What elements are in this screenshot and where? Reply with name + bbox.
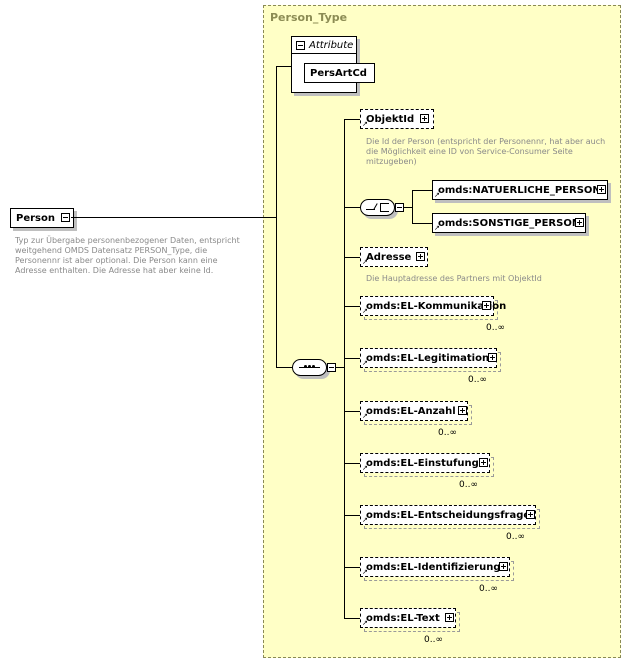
element-el-kommunikation[interactable]: omds:EL-Kommunikation (360, 296, 506, 316)
expand-icon[interactable] (479, 458, 488, 467)
occurrence-label: 0..∞ (506, 532, 525, 542)
expand-icon[interactable] (416, 252, 425, 261)
element-adresse[interactable]: Adresse (360, 247, 428, 267)
choice-collapse-icon[interactable] (395, 203, 404, 212)
choice-symbol (380, 211, 389, 212)
reference-arrow-icon: ↗ (362, 568, 368, 576)
connector-line (344, 358, 360, 359)
choice-symbol (366, 209, 375, 210)
attribute-header-tab (291, 36, 357, 54)
connector-line (344, 257, 360, 258)
element-label: omds:EL-Entscheidungsfrage (366, 509, 531, 521)
connector-line (344, 119, 345, 619)
element-natuerliche-person[interactable]: omds:NATUERLICHE_PERSON (432, 180, 608, 200)
expand-icon[interactable] (458, 406, 467, 415)
connector-line (344, 515, 360, 516)
occurrence-label: 0..∞ (438, 428, 457, 438)
connector-line (344, 567, 360, 568)
element-el-legitimation[interactable]: omds:EL-Legitimation (360, 348, 497, 368)
element-label: Adresse (366, 251, 412, 263)
element-el-identifizierung[interactable]: omds:EL-Identifizierung (360, 557, 510, 577)
element-label: omds:EL-Kommunikation (366, 300, 507, 312)
element-label: omds:EL-Anzahl (366, 405, 456, 417)
occurrence-label: 0..∞ (424, 635, 443, 645)
reference-arrow-icon: ↗ (362, 258, 368, 266)
type-title: Person_Type (270, 11, 348, 24)
reference-arrow-icon: ↗ (362, 307, 368, 315)
element-label: omds:SONSTIGE_PERSON (438, 217, 581, 229)
connector-line (404, 207, 412, 208)
reference-arrow-icon: ↗ (362, 359, 368, 367)
connector-line (412, 223, 432, 224)
element-el-einstufung[interactable]: omds:EL-Einstufung (360, 453, 490, 473)
person-type-container (263, 5, 621, 658)
sequence-collapse-icon[interactable] (327, 363, 336, 372)
reference-arrow-icon: ↗ (362, 464, 368, 472)
element-label: omds:EL-Einstufung (366, 457, 479, 469)
root-element-label: Person (16, 212, 55, 224)
root-description: Typ zur Übergabe personenbezogener Daten… (15, 236, 240, 275)
element-label: ObjektId (366, 113, 415, 125)
choice-symbol (380, 203, 381, 212)
element-description: Die Hauptadresse des Partners mit Objekt… (366, 274, 542, 283)
expand-icon[interactable] (499, 562, 508, 571)
element-objektid[interactable]: ObjektId (360, 109, 434, 129)
connector-line (276, 66, 277, 368)
connector-line (276, 66, 291, 67)
attribute-item[interactable]: PersArtCd (304, 63, 375, 83)
expand-icon[interactable] (482, 301, 491, 310)
reference-arrow-icon: ↗ (362, 619, 368, 627)
occurrence-label: 0..∞ (459, 480, 478, 490)
connector-line (344, 618, 360, 619)
connector-line (344, 463, 360, 464)
element-sonstige-person[interactable]: omds:SONSTIGE_PERSON (432, 213, 586, 233)
connector-line (412, 190, 432, 191)
expand-icon[interactable] (445, 613, 454, 622)
element-label: omds:EL-Text (366, 612, 440, 624)
attribute-collapse-icon[interactable] (296, 41, 305, 50)
reference-arrow-icon: ↗ (362, 120, 368, 128)
connector-line (276, 367, 292, 368)
choice-symbol (380, 203, 389, 204)
attribute-item-label: PersArtCd (310, 67, 367, 79)
attribute-header-label: Attribute (309, 40, 354, 51)
occurrence-label: 0..∞ (479, 584, 498, 594)
reference-arrow-icon: ↗ (362, 412, 368, 420)
element-label: omds:NATUERLICHE_PERSON (438, 184, 601, 196)
element-el-text[interactable]: omds:EL-Text (360, 608, 456, 628)
sequence-dot (308, 365, 311, 368)
connector-line (344, 119, 360, 120)
connector-line (344, 411, 360, 412)
reference-arrow-icon: ↗ (362, 516, 368, 524)
occurrence-label: 0..∞ (468, 375, 487, 385)
element-el-entscheidungsfrage[interactable]: omds:EL-Entscheidungsfrage (360, 505, 536, 525)
expand-icon[interactable] (575, 218, 584, 227)
expand-icon[interactable] (526, 510, 535, 519)
connector-line (344, 207, 360, 208)
element-label: omds:EL-Identifizierung (366, 561, 501, 573)
element-description: Die Id der Person (entspricht der Person… (366, 137, 606, 166)
connector-line (344, 306, 360, 307)
connector-line (336, 367, 344, 368)
expand-icon[interactable] (597, 185, 606, 194)
connector-line (71, 217, 276, 218)
expand-icon[interactable] (488, 353, 497, 362)
sequence-dot (312, 365, 315, 368)
choice-compositor-icon[interactable] (360, 199, 395, 216)
collapse-icon[interactable] (61, 213, 70, 222)
element-label: omds:EL-Legitimation (366, 352, 490, 364)
reference-arrow-icon: ↗ (434, 224, 440, 232)
connector-line (412, 190, 413, 224)
sequence-dot (304, 365, 307, 368)
root-element-person[interactable]: Person (10, 208, 74, 228)
expand-icon[interactable] (420, 114, 429, 123)
reference-arrow-icon: ↗ (434, 191, 440, 199)
occurrence-label: 0..∞ (486, 323, 505, 333)
element-el-anzahl[interactable]: omds:EL-Anzahl (360, 401, 468, 421)
